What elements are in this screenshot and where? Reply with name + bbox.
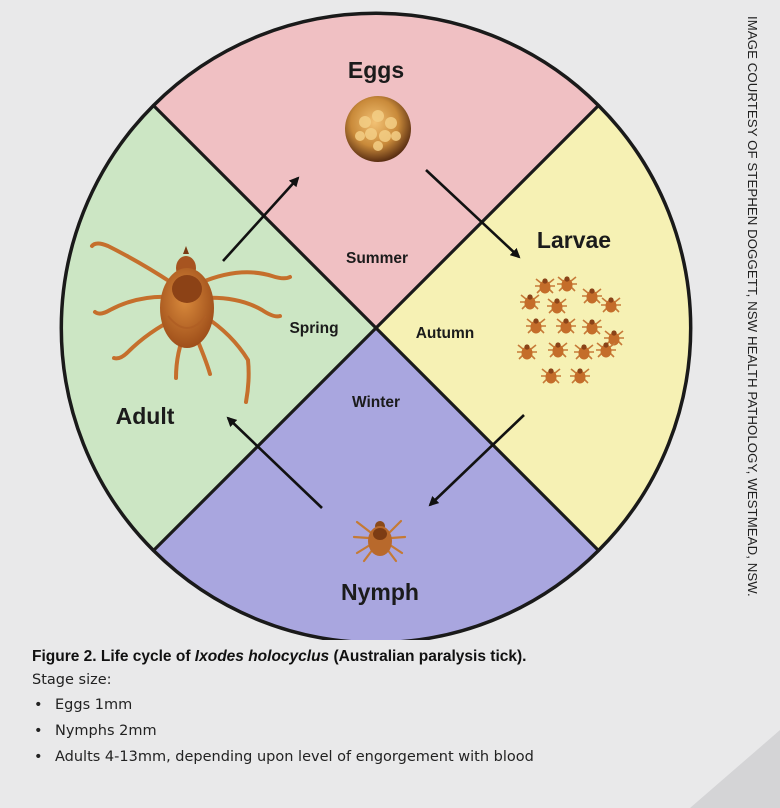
larva-tick xyxy=(541,368,561,383)
season-label-spring: Spring xyxy=(289,320,338,337)
bullet: • xyxy=(32,723,55,739)
larva-tick xyxy=(570,368,590,383)
larva-tick xyxy=(535,278,555,293)
larva-tick xyxy=(520,294,540,309)
larva-tick xyxy=(547,298,567,313)
list-item: •Eggs 1mm xyxy=(32,697,722,713)
larva-tick xyxy=(601,297,621,312)
season-label-summer: Summer xyxy=(346,250,408,267)
larva-tick xyxy=(557,276,577,291)
bullet: • xyxy=(32,749,55,765)
stage-size-eggs: Eggs 1mm xyxy=(55,697,132,713)
stage-label-larvae: Larvae xyxy=(537,227,611,253)
season-label-winter: Winter xyxy=(352,394,400,411)
stage-label-adult: Adult xyxy=(116,403,175,429)
image-credit: IMAGE COURTESY OF STEPHEN DOGGETT, NSW H… xyxy=(745,16,760,597)
stage-size-list: •Eggs 1mm •Nymphs 2mm •Adults 4-13mm, de… xyxy=(32,697,722,765)
larva-tick xyxy=(556,318,576,333)
stage-label-nymph: Nymph xyxy=(341,579,419,605)
larva-tick xyxy=(574,344,594,359)
caption-title: Figure 2. Life cycle of Ixodes holocyclu… xyxy=(32,648,722,666)
list-item: •Nymphs 2mm xyxy=(32,723,722,739)
larva-tick xyxy=(526,318,546,333)
caption-title-prefix: Figure 2. Life cycle of xyxy=(32,648,195,665)
larva-tick xyxy=(582,288,602,303)
caption-title-species: Ixodes holocyclus xyxy=(195,648,329,665)
stage-label-eggs: Eggs xyxy=(348,57,404,83)
larva-tick xyxy=(596,342,616,357)
larva-tick xyxy=(517,344,537,359)
eggs-image xyxy=(345,96,411,162)
figure-caption: Figure 2. Life cycle of Ixodes holocyclu… xyxy=(32,648,722,775)
larva-tick xyxy=(548,342,568,357)
stage-size-adults: Adults 4-13mm, depending upon level of e… xyxy=(55,749,534,765)
larva-tick xyxy=(582,319,602,334)
stage-size-nymphs: Nymphs 2mm xyxy=(55,723,157,739)
season-label-autumn: Autumn xyxy=(416,325,475,342)
life-cycle-diagram: Eggs Larvae Nymph Adult Summer Autumn Wi… xyxy=(0,0,780,640)
bullet: • xyxy=(32,697,55,713)
list-item: •Adults 4-13mm, depending upon level of … xyxy=(32,749,722,765)
caption-title-suffix: (Australian paralysis tick). xyxy=(329,648,526,665)
caption-subtitle: Stage size: xyxy=(32,672,722,688)
